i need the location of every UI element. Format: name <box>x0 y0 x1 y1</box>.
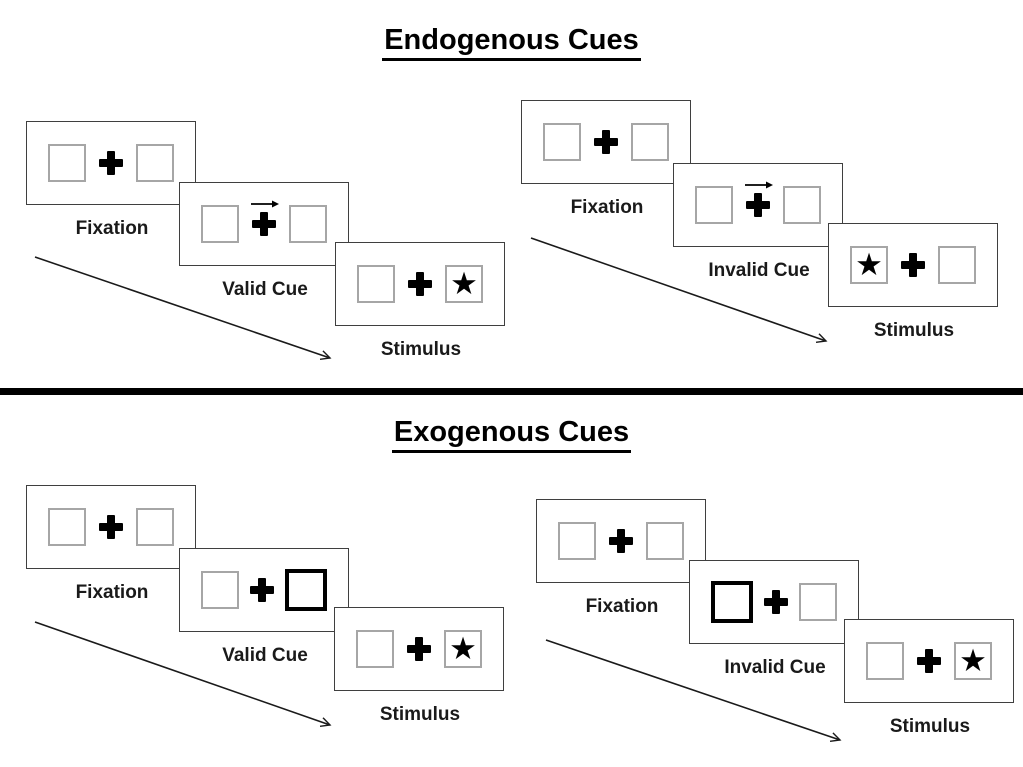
right-arrow-cue-icon <box>251 200 279 208</box>
plus-icon <box>594 130 618 154</box>
section-title-endogenous: Endogenous Cues <box>0 24 1023 61</box>
fixation-cross <box>99 515 123 539</box>
panel-valid-cue: Valid Cue <box>179 182 349 300</box>
fixation-cross <box>250 578 274 602</box>
panel-label: Fixation <box>570 197 644 218</box>
panel-label: Stimulus <box>380 339 462 360</box>
panel-stimulus: ★ Stimulus <box>335 242 505 360</box>
star-icon: ★ <box>959 642 987 678</box>
timeline-arrow-endogenous-valid <box>34 256 330 358</box>
placeholder-box-left <box>48 508 86 546</box>
plus-icon <box>408 272 432 296</box>
placeholder-box-left <box>558 522 596 560</box>
fixation-cross <box>901 253 925 277</box>
placeholder-box-left <box>543 123 581 161</box>
star-icon: ★ <box>449 630 477 666</box>
plus-icon <box>99 515 123 539</box>
panel-label: Stimulus <box>889 716 971 737</box>
plus-icon <box>764 590 788 614</box>
plus-icon <box>99 151 123 175</box>
placeholder-box-right <box>783 186 821 224</box>
panel-label: Valid Cue <box>222 279 308 300</box>
fixation-cross <box>251 200 279 236</box>
plus-icon <box>252 212 276 236</box>
panel-stimulus: ★ Stimulus <box>844 619 1014 737</box>
section-title-endogenous-text: Endogenous Cues <box>382 24 641 61</box>
timeline-arrow-endogenous-invalid <box>530 237 826 341</box>
fixation-cross <box>408 272 432 296</box>
panel-fixation: Fixation <box>26 485 196 603</box>
panel-valid-cue: Valid Cue <box>179 548 349 666</box>
fixation-cross <box>609 529 633 553</box>
placeholder-box-right <box>136 508 174 546</box>
panel-label: Fixation <box>585 596 659 617</box>
target-box-left: ★ <box>850 246 888 284</box>
placeholder-box-left <box>357 265 395 303</box>
placeholder-box-left <box>356 630 394 668</box>
panel-fixation: Fixation <box>26 121 196 239</box>
placeholder-box-right <box>289 205 327 243</box>
timeline-arrow-exogenous-valid <box>34 621 330 725</box>
panel-label: Fixation <box>75 582 149 603</box>
panel-stimulus: ★ Stimulus <box>828 223 998 341</box>
plus-icon <box>917 649 941 673</box>
timeline-arrow-exogenous-invalid <box>545 639 840 740</box>
panel-stimulus: ★ Stimulus <box>334 607 504 725</box>
placeholder-box-left <box>695 186 733 224</box>
target-box-right: ★ <box>445 265 483 303</box>
fixation-cross <box>745 181 773 217</box>
placeholder-box-right <box>646 522 684 560</box>
panel-label: Invalid Cue <box>724 657 826 678</box>
panel-fixation: Fixation <box>536 499 706 617</box>
placeholder-box-left <box>201 571 239 609</box>
panel-invalid-cue: Invalid Cue <box>689 560 859 678</box>
panel-label: Stimulus <box>379 704 461 725</box>
highlight-cue-box-left <box>711 581 753 623</box>
fixation-cross <box>99 151 123 175</box>
placeholder-box-right <box>136 144 174 182</box>
highlight-cue-box-right <box>285 569 327 611</box>
plus-icon <box>407 637 431 661</box>
plus-icon <box>746 193 770 217</box>
panel-label: Invalid Cue <box>708 260 810 281</box>
placeholder-box-right <box>631 123 669 161</box>
panel-label: Fixation <box>75 218 149 239</box>
panel-invalid-cue: Invalid Cue <box>673 163 843 281</box>
placeholder-box-left <box>201 205 239 243</box>
fixation-cross <box>594 130 618 154</box>
star-icon: ★ <box>450 265 478 301</box>
section-title-exogenous: Exogenous Cues <box>0 416 1023 453</box>
panel-label: Valid Cue <box>222 645 308 666</box>
placeholder-box-left <box>48 144 86 182</box>
plus-icon <box>250 578 274 602</box>
target-box-right: ★ <box>444 630 482 668</box>
section-divider <box>0 388 1023 395</box>
panel-fixation: Fixation <box>521 100 691 218</box>
right-arrow-cue-icon <box>745 181 773 189</box>
placeholder-box-right <box>799 583 837 621</box>
plus-icon <box>901 253 925 277</box>
fixation-cross <box>764 590 788 614</box>
panel-label: Stimulus <box>873 320 955 341</box>
plus-icon <box>609 529 633 553</box>
placeholder-box-left <box>866 642 904 680</box>
placeholder-box-right <box>938 246 976 284</box>
target-box-right: ★ <box>954 642 992 680</box>
fixation-cross <box>407 637 431 661</box>
section-title-exogenous-text: Exogenous Cues <box>391 416 632 453</box>
star-icon: ★ <box>855 246 883 282</box>
fixation-cross <box>917 649 941 673</box>
